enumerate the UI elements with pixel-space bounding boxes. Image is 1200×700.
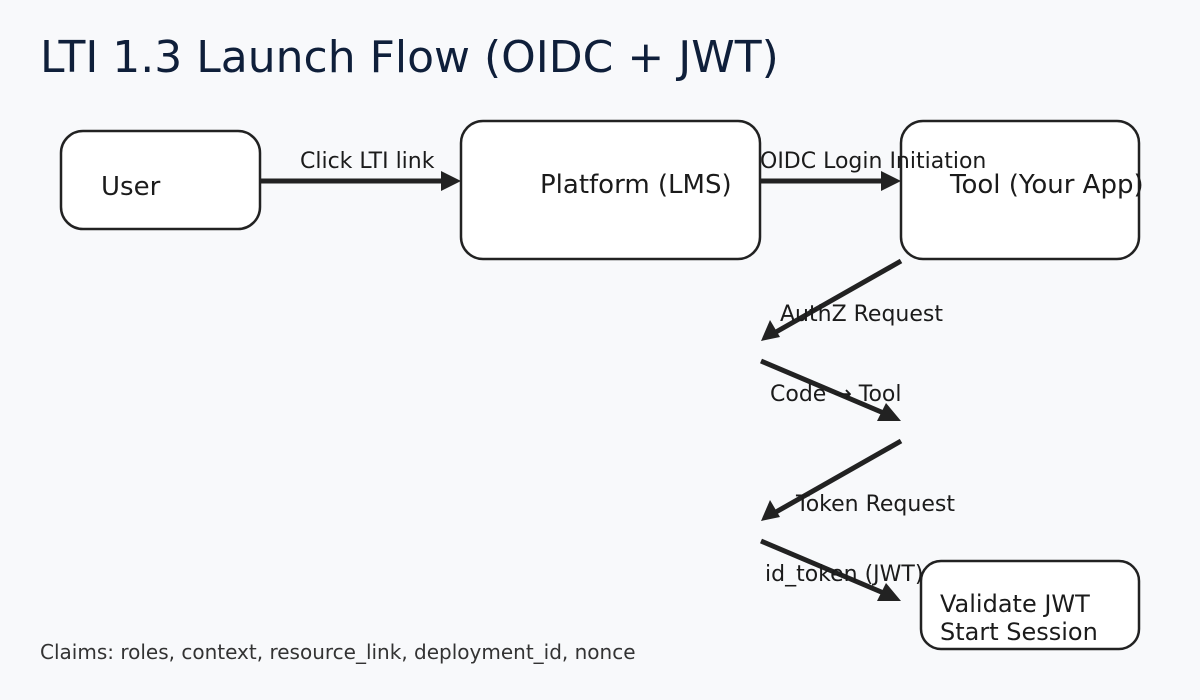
edge-token-request-arrowhead <box>761 500 780 521</box>
platform-node-label: Platform (LMS) <box>540 170 732 200</box>
diagram-title: LTI 1.3 Launch Flow (OIDC + JWT) <box>40 32 779 83</box>
validate-node-line-1: Validate JWT <box>940 590 1090 618</box>
edge-token-request-line <box>774 438 903 515</box>
edge-authz-request: AuthZ Request <box>761 258 943 341</box>
edge-token-request: Token Request <box>761 438 955 521</box>
edge-code-to-tool-arrowhead <box>877 403 901 421</box>
edge-id-token-label: id_token (JWT) <box>765 562 923 587</box>
claims-footnote: Claims: roles, context, resource_link, d… <box>40 640 636 664</box>
validate-node-box <box>919 559 1141 651</box>
user-node-box <box>59 129 262 231</box>
edge-oidc-login-initiation-label: OIDC Login Initiation <box>760 149 986 174</box>
edge-oidc-login-initiation: OIDC Login Initiation <box>760 149 986 191</box>
edge-id-token: id_token (JWT) <box>760 538 923 601</box>
platform-node-box <box>459 119 762 261</box>
edge-authz-request-line <box>774 258 903 335</box>
edge-code-to-tool-line <box>760 358 887 417</box>
edge-click-lti-link-label: Click LTI link <box>300 149 435 174</box>
edge-click-lti-link: Click LTI link <box>260 149 461 191</box>
edge-id-token-line <box>760 538 887 597</box>
validate-node: Validate JWT Start Session <box>919 559 1141 651</box>
validate-node-line-2: Start Session <box>940 618 1098 646</box>
edge-id-token-arrowhead <box>877 583 901 601</box>
edge-authz-request-label: AuthZ Request <box>780 302 943 327</box>
user-node-label: User <box>101 172 161 202</box>
edge-oidc-login-initiation-arrowhead <box>881 171 901 191</box>
edge-code-to-tool: Code → Tool <box>760 358 901 421</box>
edge-click-lti-link-arrowhead <box>441 171 461 191</box>
platform-node: Platform (LMS) <box>459 119 762 261</box>
tool-node-label: Tool (Your App) <box>949 170 1144 200</box>
tool-node-box <box>899 119 1141 261</box>
tool-node: Tool (Your App) <box>899 119 1144 261</box>
edge-token-request-label: Token Request <box>795 492 955 517</box>
edge-code-to-tool-label: Code → Tool <box>770 382 901 407</box>
edge-authz-request-arrowhead <box>761 320 780 341</box>
user-node: User <box>59 129 262 231</box>
